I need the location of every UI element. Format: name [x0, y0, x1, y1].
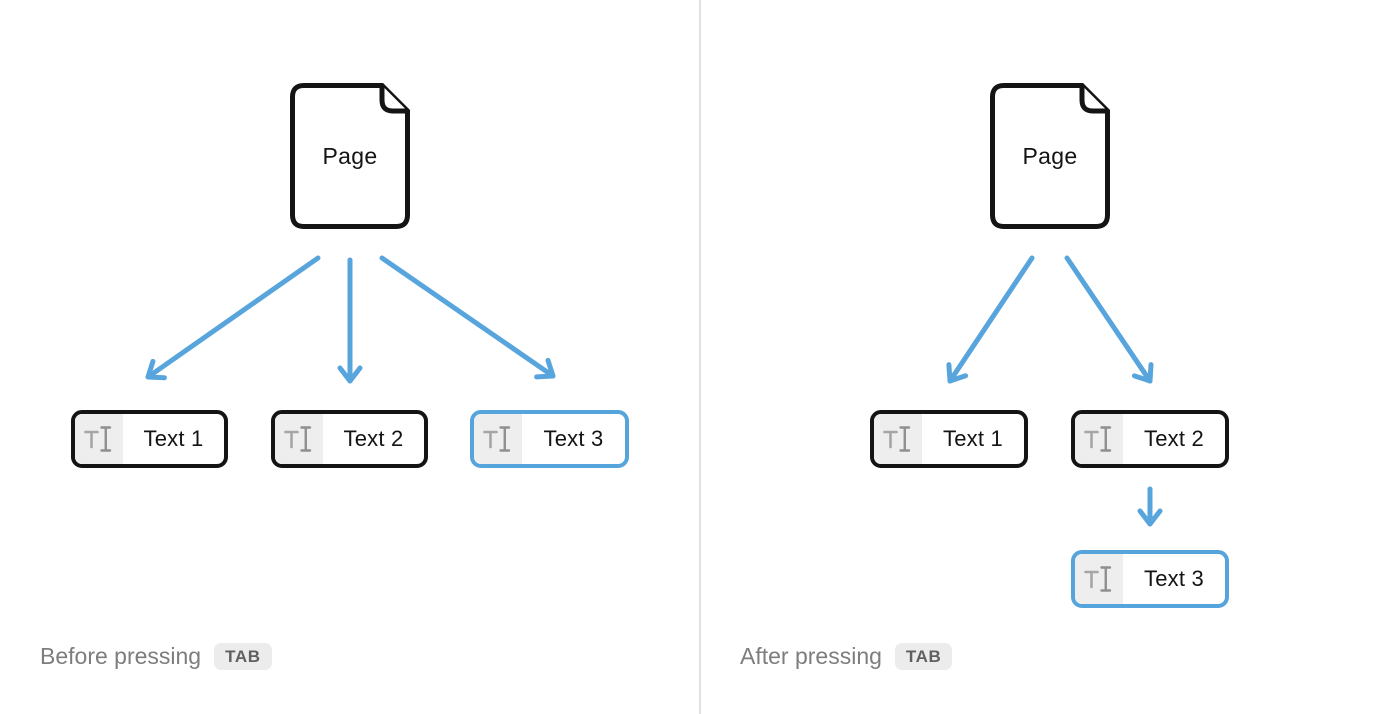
text-block-after-3-selected-nested: Text 3: [1071, 550, 1229, 608]
text-block-after-1: Text 1: [870, 410, 1028, 468]
text-block-label: Text 3: [1144, 566, 1204, 591]
text-block-label: Text 2: [1144, 426, 1204, 451]
document-icon: [290, 83, 410, 229]
text-block-label: Text 3: [543, 426, 604, 451]
text-block-before-3-selected: Text 3: [470, 410, 629, 468]
tab-key-badge: TAB: [214, 642, 272, 670]
text-block-label: Text 2: [343, 426, 404, 451]
page-label: Page: [1022, 142, 1078, 169]
caption-text: Before pressing: [40, 642, 202, 669]
page-label: Page: [322, 142, 378, 169]
panel-divider: [699, 0, 701, 714]
text-cursor-icon: [1075, 554, 1123, 604]
page-icon-after: Page: [988, 81, 1112, 231]
arrow-before-page-to-text1: [145, 255, 321, 381]
caption-after: After pressing TAB: [740, 640, 953, 672]
text-cursor-icon: [275, 414, 323, 464]
text-cursor-icon: [474, 414, 522, 464]
text-cursor-icon: [1075, 414, 1123, 464]
caption-text: After pressing: [740, 642, 882, 669]
arrow-after-page-to-text1: [946, 255, 1035, 384]
document-icon: [990, 83, 1110, 229]
text-block-after-2: Text 2: [1071, 410, 1229, 468]
arrow-after-page-to-text2: [1064, 255, 1154, 384]
text-cursor-icon: [874, 414, 922, 464]
page-icon-before: Page: [288, 81, 412, 231]
tab-key-badge: TAB: [894, 642, 953, 670]
text-cursor-icon: [75, 414, 123, 464]
caption-before: Before pressing TAB: [40, 640, 272, 672]
text-block-label: Text 1: [143, 426, 204, 451]
text-block-label: Text 1: [943, 426, 1003, 451]
arrow-before-page-to-text3: [379, 255, 556, 380]
text-block-before-2: Text 2: [271, 410, 428, 468]
text-block-before-1: Text 1: [71, 410, 228, 468]
